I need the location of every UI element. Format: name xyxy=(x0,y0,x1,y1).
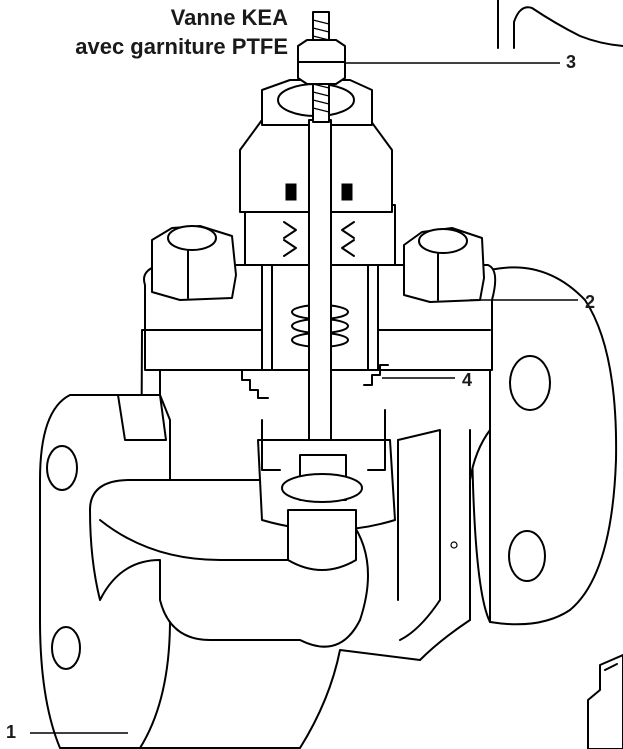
bottom-right-fragment xyxy=(587,654,623,749)
flange-bolt-hole xyxy=(51,626,81,670)
valve-plug xyxy=(257,409,396,571)
flange-bolt-hole xyxy=(508,530,546,582)
callout-label-2: 2 xyxy=(585,292,596,312)
flange-bolt-hole xyxy=(509,355,551,411)
callout-label-3: 3 xyxy=(566,52,577,72)
diagram-title-line-1: Vanne KEA xyxy=(170,5,288,30)
valve-stem xyxy=(297,11,346,441)
bonnet-bolts xyxy=(151,225,485,303)
right-flange xyxy=(470,266,618,626)
callout-label-1: 1 xyxy=(6,722,17,742)
callout-leaders xyxy=(30,62,578,734)
callout-label-4: 4 xyxy=(462,370,473,390)
flange-bolt-hole xyxy=(46,445,78,491)
diagram-title-line-2: avec garniture PTFE xyxy=(75,34,288,59)
corner-curve-fragment xyxy=(497,0,623,49)
